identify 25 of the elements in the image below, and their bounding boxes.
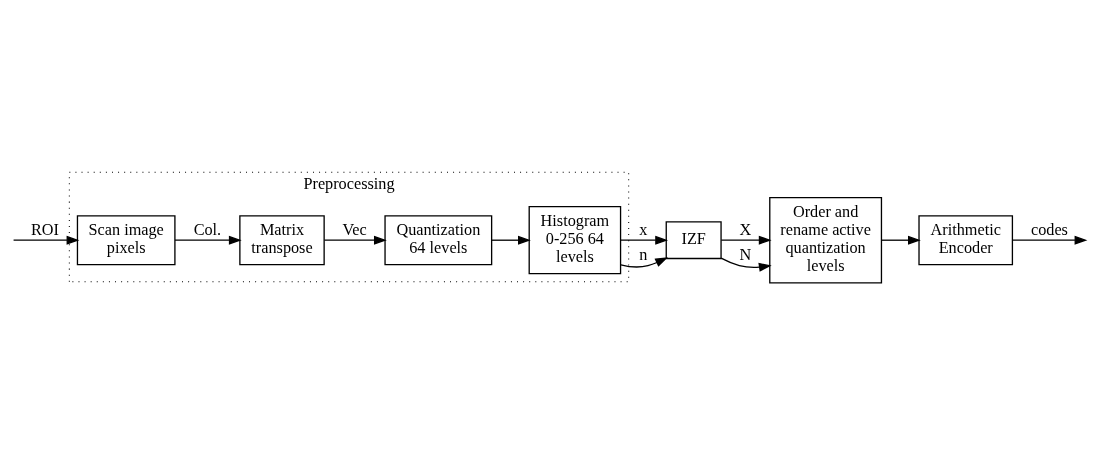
- node-box: Scan image pixels: [76, 214, 176, 265]
- arrow: [620, 235, 669, 245]
- edge-label: codes: [1030, 220, 1068, 239]
- arrow: [174, 235, 242, 245]
- edge-label: N: [739, 245, 752, 264]
- edge-label: ROI: [30, 220, 59, 239]
- edge-label: Col.: [193, 220, 222, 239]
- edge-label: x: [639, 220, 648, 239]
- arrow: [880, 235, 921, 245]
- node-box: IZF: [665, 220, 722, 259]
- node-box: Histogram 0-256 64 levels: [528, 205, 622, 274]
- arrow: [323, 235, 387, 245]
- arrow: [720, 235, 772, 245]
- edge-label: Vec: [342, 220, 367, 239]
- node-box: Order and rename active quantization levels: [769, 196, 883, 283]
- arrow: [1012, 235, 1088, 245]
- edge-label: n: [639, 245, 648, 264]
- node-box: Arithmetic Encoder: [918, 214, 1014, 265]
- node-box: Quantization 64 levels: [384, 214, 493, 265]
- arrow: [720, 256, 772, 272]
- arrow: [620, 256, 668, 268]
- node-box: Matrix transpose: [239, 214, 325, 265]
- arrow: [12, 235, 80, 245]
- arrow: [491, 235, 531, 245]
- edge-label: X: [739, 220, 752, 239]
